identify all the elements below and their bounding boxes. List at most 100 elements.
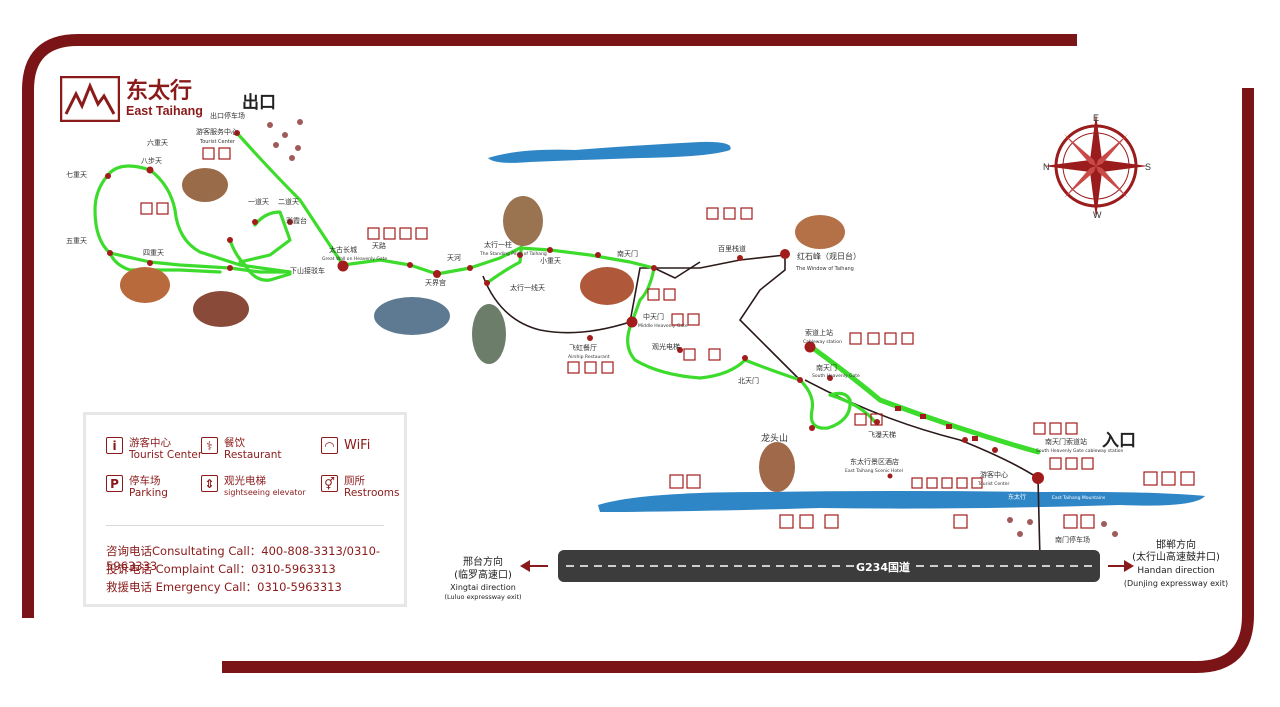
exit-label: 出口 [242,92,276,113]
direction-labels: 邢台方向 (临罗高速口) Xingtai direction (Luluo ex… [444,538,1228,601]
place-bailizhanpu: 百里栈道 [718,244,746,253]
compass-rose-icon: N E S W [1043,113,1151,220]
cable-cars [895,406,978,441]
legend-label-en: Restaurant [224,449,282,461]
legend-label-cn: 厕所 [344,475,365,487]
brand-name-cn: 东太行 [126,79,193,104]
road-lines [482,254,1041,561]
scenic-photos [120,168,845,492]
dir-left-en: Xingtai direction [450,583,516,592]
place-zhongtianmen: 中天门 [643,312,664,321]
dir-left-en2: (Luluo expressway exit) [444,593,521,601]
place-visitor-center-top-en: Tourist Center [199,139,236,145]
place-south-gate-station: 南天门索道站 [1045,437,1087,446]
legend-wifi: ◠ WiFi [321,437,370,454]
brand-logo: 东太行 East Taihang [60,76,203,122]
place-nanmen-parking: 南门停车场 [1055,535,1090,544]
info-icon: i [106,437,123,454]
place-hongshifeng: 红石峰（观日台） [797,251,861,261]
place-guanguang-dianti: 观光电梯 [652,342,680,351]
place-suodao-shangzhan-en: Cableway station [803,339,842,345]
place-xinanmen: 南天门 [617,249,638,258]
place-south-gate-station-en: South Heavenly Gate cableway station [1036,448,1124,454]
place-labels: 游客服务中心 Tourist Center 出口停车场 八步天 六重天 七重天 … [66,111,1124,544]
place-xiaochongtian: 小重天 [540,256,561,265]
place-nantianmen: 南天门 [816,363,837,372]
dir-right-en2: (Dunjing expressway exit) [1124,579,1228,588]
legend-label-en: sightseeing elevator [224,488,306,497]
place-donghang-yizhong: 东太行 [1008,493,1026,501]
place-hongshifeng-en: The Window of Taihang [795,266,854,272]
place-yidao-tian: 一道天 [248,197,269,206]
compass-n-label: N [1043,162,1050,172]
place-caiyunge: 彩霞台 [286,216,307,225]
place-feihong-en: Airship Restaurant [568,354,610,360]
dir-right-cn: 邯郸方向 [1156,538,1196,551]
place-suodao-shangzhan: 索道上站 [805,328,833,337]
highway-label: G234国道 [856,560,910,574]
legend-label-en: Parking [129,487,168,499]
place-zhongtianmen-en: Middle Heavenly Gate [638,323,688,329]
place-bajiaotian: 八步天 [141,157,162,165]
compass-w-label: W [1093,210,1102,220]
place-nantianmen-en: South Heavenly Gate [812,373,860,379]
place-donghang-yizhong-en: East Taihang Mountains [1052,495,1106,501]
phone-consulting: 咨询电话Consultating Call：400-808-3313/0310-… [106,544,381,573]
place-longtoushan: 龙头山 [761,432,788,444]
place-xiashan: 下山接驳车 [290,266,325,275]
highway-g234: G234国道 [520,550,1134,582]
fork-knife-icon: ⚕ [201,437,218,454]
facility-icons [140,147,1195,529]
dir-right-en: Handan direction [1137,566,1214,576]
compass-s-label: S [1145,162,1151,172]
elevator-icon: ⇕ [201,475,218,492]
compass-e-label: E [1093,113,1099,123]
legend-label-cn: 餐饮 [224,437,245,449]
place-taihang-yizhu-en: The Standing Pillar of Taihang [479,251,547,257]
entrance-label: 入口 [1102,431,1136,451]
wifi-icon: ◠ [321,437,338,454]
place-taihang-yizhu: 太行一柱 [484,240,512,249]
place-tianjiegong: 天界宫 [425,278,446,287]
place-erdao-tian: 二道天 [278,197,299,206]
place-tianlu: 天路 [372,241,386,250]
place-beitianmen: 北天门 [738,376,759,385]
place-feihong: 飞虹餐厅 [569,343,597,352]
legend-label-cn: WiFi [344,438,371,453]
legend-label-en: Tourist Center [129,449,203,461]
phone-complaint: 投诉电话 Complaint Call：0310-5963313 [106,562,336,576]
place-qichongtian: 七重天 [66,170,87,179]
visitor-figures [267,119,1118,537]
place-wuchongtian: 五重天 [66,237,87,245]
place-donghang-hotel: 东太行景区酒店 [850,457,899,466]
place-feipubian: 飞瀑天梯 [868,430,896,439]
place-tourist-center-bottom: 游客中心 [980,470,1008,479]
parking-icon: P [106,475,123,492]
legend-label-cn: 停车场 [129,475,161,487]
place-sky-top: 出口停车场 [210,111,245,120]
phone-emergency: 救援电话 Emergency Call：0310-5963313 [106,580,342,594]
river-bottom [598,491,1205,512]
place-sichongtian: 四重天 [143,249,164,257]
river-top [488,141,731,163]
place-liuchongtian: 六重天 [147,138,168,147]
poi-markers [105,130,1044,484]
legend-label-en: Restrooms [344,487,400,499]
brand-name-en: East Taihang [126,104,203,118]
dir-left-cn2: (临罗高速口) [454,568,512,581]
place-visitor-center-top: 游客服务中心 [196,127,238,136]
place-tourist-center-bottom-en: Tourist Center [977,481,1010,487]
mountain-logo-icon [60,76,120,122]
place-tianhe: 天河 [447,254,461,262]
hiking-trails [93,131,1041,455]
place-taishan: 太古长城 [329,245,357,254]
dir-right-cn2: (太行山高速鼓井口) [1132,550,1220,563]
place-taishan-en: Great Wall on Heavenly Gate [322,256,387,262]
